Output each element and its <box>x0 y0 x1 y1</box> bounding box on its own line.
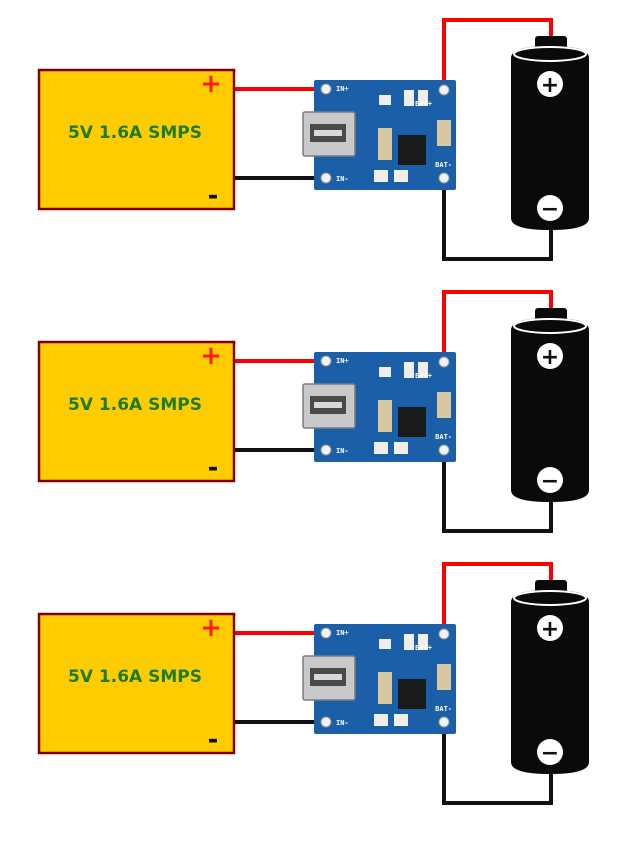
battery-plus-circle <box>537 71 563 97</box>
power-supply: 5V 1.6A SMPS + - <box>37 612 236 755</box>
label-in-minus: IN- <box>336 719 349 727</box>
wire-battery-negative <box>442 450 553 533</box>
battery-cell: + − <box>511 580 589 774</box>
label-bat-plus: BAT+ <box>415 372 432 380</box>
charger-module: IN+ IN- BAT+ BAT- <box>302 624 456 734</box>
psu-label: 5V 1.6A SMPS <box>68 667 202 687</box>
battery-body <box>511 46 589 230</box>
power-supply: 5V 1.6A SMPS + - <box>37 340 236 483</box>
battery-minus-circle <box>537 739 563 765</box>
pad-bat-plus <box>438 84 450 96</box>
pad-bat-plus <box>438 356 450 368</box>
wire-battery-negative <box>442 178 553 261</box>
wire-battery-positive <box>442 18 553 90</box>
psu-label: 5V 1.6A SMPS <box>68 123 202 143</box>
battery-minus-circle <box>537 467 563 493</box>
circuit-2: 5V 1.6A SMPS + - IN+ IN- BAT+ BAT- <box>37 290 589 533</box>
label-in-minus: IN- <box>336 447 349 455</box>
wire-battery-negative <box>442 722 553 805</box>
battery-minus-sign: − <box>541 197 559 222</box>
label-bat-plus: BAT+ <box>415 100 432 108</box>
psu-plus-sign: + <box>200 613 222 643</box>
circuit-3: 5V 1.6A SMPS + - IN+ IN- BAT+ BAT- <box>37 562 589 805</box>
psu-minus-sign: - <box>208 181 219 211</box>
label-in-plus: IN+ <box>336 85 349 93</box>
pad-bat-plus <box>438 628 450 640</box>
pad-in-minus <box>320 716 332 728</box>
label-in-plus: IN+ <box>336 357 349 365</box>
charger-chip <box>398 407 426 437</box>
pad-in-plus <box>320 355 332 367</box>
charger-module: IN+ IN- BAT+ BAT- <box>302 80 456 190</box>
circuit-1: 5V 1.6A SMPS + - IN+ IN- BAT+ BAT- <box>37 18 589 261</box>
pad-bat-minus <box>438 716 450 728</box>
battery-minus-circle <box>537 195 563 221</box>
charger-module: IN+ IN- BAT+ BAT- <box>302 352 456 462</box>
battery-cell: + − <box>511 308 589 502</box>
psu-label: 5V 1.6A SMPS <box>68 395 202 415</box>
label-bat-minus: BAT- <box>435 433 452 441</box>
battery-minus-sign: − <box>541 741 559 766</box>
label-bat-minus: BAT- <box>435 705 452 713</box>
psu-plus-sign: + <box>200 341 222 371</box>
battery-cell: + − <box>511 36 589 230</box>
label-bat-minus: BAT- <box>435 161 452 169</box>
battery-body <box>511 590 589 774</box>
label-bat-plus: BAT+ <box>415 644 432 652</box>
wire-battery-positive <box>442 290 553 362</box>
battery-plus-sign: + <box>541 73 559 98</box>
charger-chip <box>398 135 426 165</box>
battery-plus-sign: + <box>541 345 559 370</box>
battery-plus-circle <box>537 615 563 641</box>
label-in-minus: IN- <box>336 175 349 183</box>
pad-bat-minus <box>438 172 450 184</box>
pad-in-minus <box>320 172 332 184</box>
pad-in-plus <box>320 627 332 639</box>
pad-in-plus <box>320 83 332 95</box>
battery-minus-sign: − <box>541 469 559 494</box>
label-in-plus: IN+ <box>336 629 349 637</box>
psu-plus-sign: + <box>200 69 222 99</box>
pad-in-minus <box>320 444 332 456</box>
power-supply: 5V 1.6A SMPS + - <box>37 68 236 211</box>
wire-battery-positive <box>442 562 553 634</box>
battery-plus-sign: + <box>541 617 559 642</box>
pad-bat-minus <box>438 444 450 456</box>
psu-minus-sign: - <box>208 725 219 755</box>
charger-chip <box>398 679 426 709</box>
battery-body <box>511 318 589 502</box>
battery-plus-circle <box>537 343 563 369</box>
psu-minus-sign: - <box>208 453 219 483</box>
